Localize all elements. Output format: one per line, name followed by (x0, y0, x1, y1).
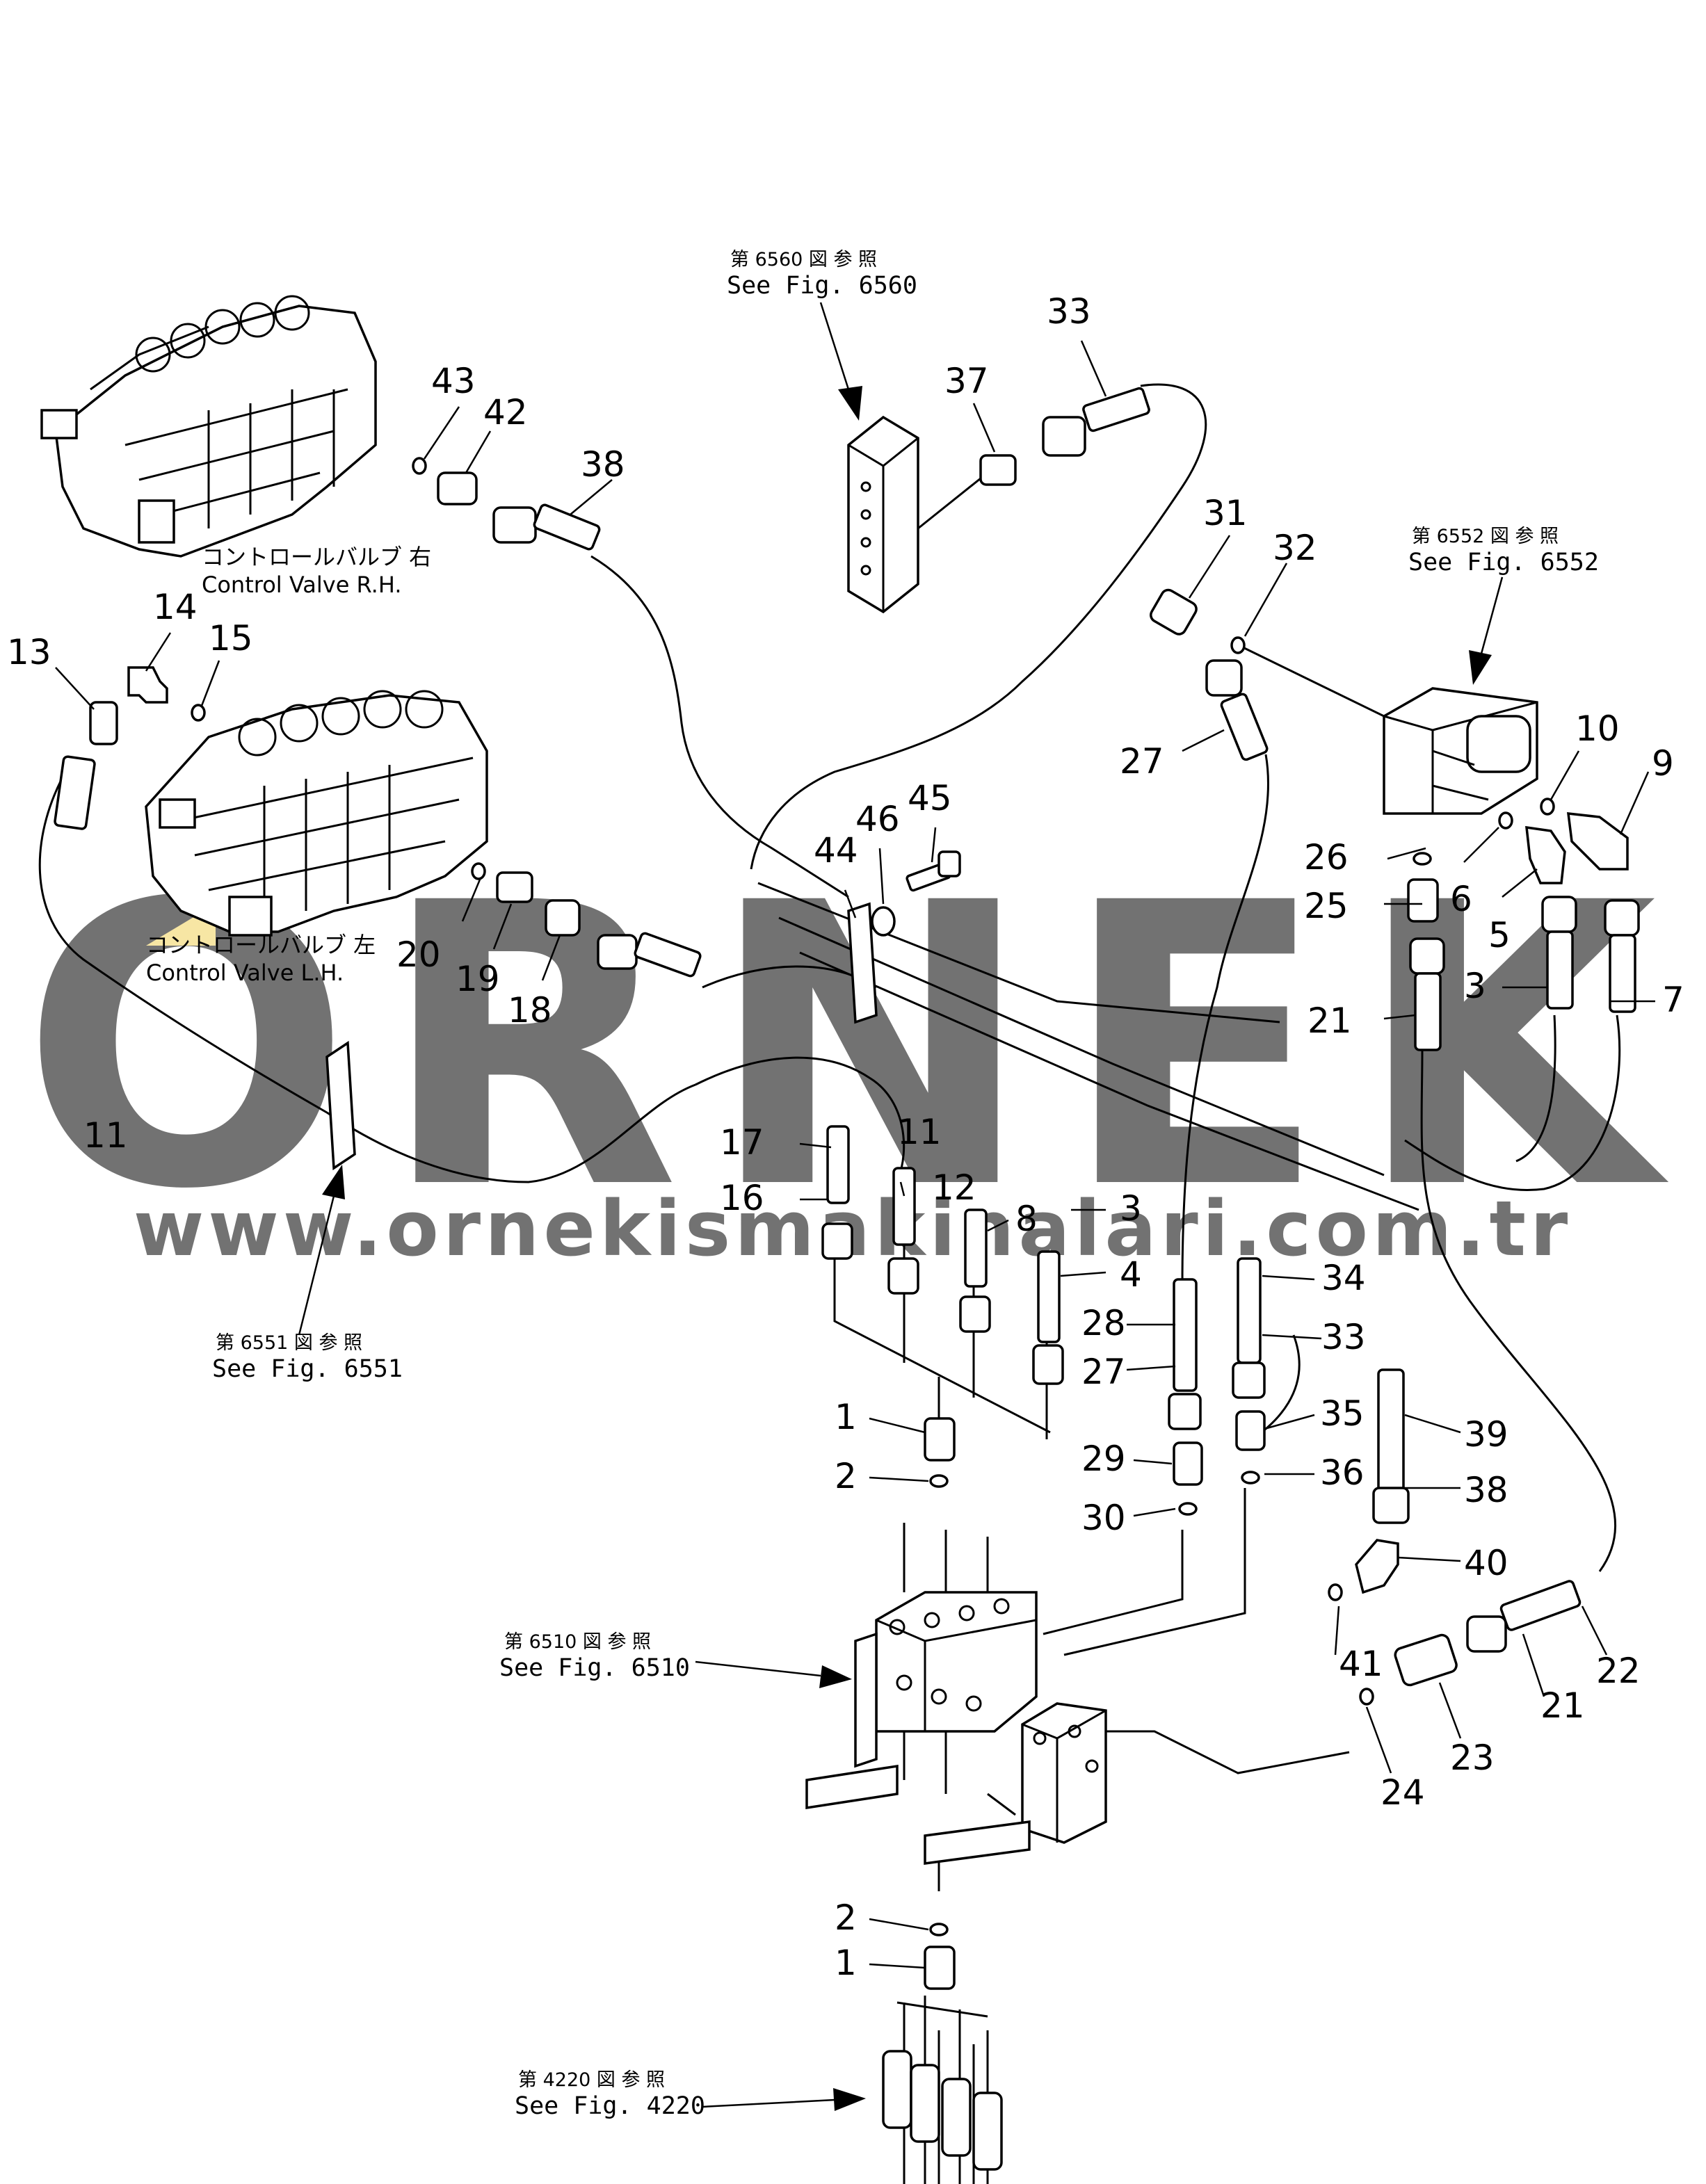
callout-35: 35 (1320, 1393, 1365, 1434)
block-6552 (1383, 687, 1538, 815)
callout-42: 42 (483, 392, 528, 432)
ref-6510: 第 6510 図 参 照 See Fig. 6510 (499, 1631, 690, 1682)
ref-6510-en: See Fig. 6510 (499, 1654, 690, 1682)
callout-2-upper: 2 (835, 1456, 857, 1496)
callout-27-top: 27 (1120, 741, 1164, 782)
callout-20: 20 (396, 935, 441, 975)
callout-3-mid: 3 (1120, 1188, 1142, 1229)
callout-33: 33 (1047, 291, 1091, 332)
ref-6560-en: See Fig. 6560 (727, 272, 917, 300)
ref-6551-jp: 第 6551 図 参 照 (216, 1332, 362, 1354)
callout-43: 43 (431, 361, 476, 401)
control-valve-lh (145, 690, 488, 937)
callout-38-right: 38 (1464, 1470, 1508, 1510)
callout-13: 13 (7, 632, 51, 672)
ref-6551-en: See Fig. 6551 (212, 1355, 403, 1383)
callout-6: 6 (1450, 879, 1472, 919)
callout-12: 12 (932, 1167, 976, 1208)
ref-6552-en: See Fig. 6552 (1408, 549, 1599, 576)
callout-14: 14 (153, 587, 198, 627)
callout-1-upper: 1 (835, 1397, 857, 1437)
callout-4: 4 (1120, 1254, 1142, 1295)
callout-18: 18 (508, 990, 552, 1030)
callout-22: 22 (1596, 1651, 1641, 1691)
callout-11-mid: 11 (897, 1112, 942, 1152)
callout-19: 19 (456, 959, 500, 999)
callout-28: 28 (1081, 1303, 1126, 1343)
callout-34: 34 (1321, 1258, 1366, 1298)
ref-4220: 第 4220 図 参 照 See Fig. 4220 (515, 2069, 705, 2120)
block-6560 (847, 415, 988, 614)
control-valve-rh-label-en: Control Valve R.H. (202, 572, 401, 598)
callout-36: 36 (1320, 1453, 1365, 1493)
callout-40: 40 (1464, 1543, 1508, 1583)
control-valve-lh-label-en: Control Valve L.H. (146, 960, 344, 986)
callout-9: 9 (1652, 743, 1674, 784)
callout-23: 23 (1450, 1738, 1495, 1778)
callout-15: 15 (209, 618, 253, 658)
bracket-6551 (325, 1040, 356, 1171)
block-6510 (805, 1523, 1038, 1810)
callout-31: 31 (1203, 493, 1248, 533)
callout-38: 38 (581, 444, 625, 485)
ref-6552-jp: 第 6552 図 参 照 (1412, 526, 1559, 547)
ref-4220-jp: 第 4220 図 参 照 (518, 2069, 665, 2091)
callout-26: 26 (1304, 837, 1349, 877)
fittings (54, 387, 1640, 1990)
ref-4220-en: See Fig. 4220 (515, 2092, 705, 2120)
callout-45: 45 (908, 778, 952, 818)
callout-21-right: 21 (1307, 1001, 1352, 1041)
control-valve-lh-label-jp: コントロールバルブ 左 (146, 932, 376, 958)
callout-25: 25 (1304, 886, 1349, 926)
callout-41: 41 (1339, 1644, 1383, 1684)
ref-6551: 第 6551 図 参 照 See Fig. 6551 (212, 1332, 403, 1383)
control-valve-rh (40, 295, 377, 558)
callout-24: 24 (1381, 1772, 1425, 1813)
callout-2-lower: 2 (835, 1898, 857, 1938)
control-valve-rh-label-jp: コントロールバルブ 右 (202, 544, 431, 570)
callout-16: 16 (720, 1178, 764, 1218)
reference-arrows (298, 302, 1504, 2111)
callout-44: 44 (814, 830, 858, 871)
callout-5: 5 (1488, 915, 1511, 955)
block-secondary (924, 1702, 1107, 1865)
callout-33-mid: 33 (1321, 1317, 1366, 1357)
callout-7: 7 (1662, 980, 1684, 1020)
ref-6560: 第 6560 図 参 照 See Fig. 6560 (727, 249, 917, 300)
callout-30: 30 (1081, 1498, 1126, 1538)
block-4220 (882, 1996, 1003, 2184)
callout-10: 10 (1575, 709, 1620, 749)
callout-11-left: 11 (83, 1115, 128, 1156)
callout-29: 29 (1081, 1439, 1126, 1479)
ref-6560-jp: 第 6560 図 参 照 (730, 249, 877, 270)
callout-3-right: 3 (1464, 966, 1486, 1006)
callout-27-mid: 27 (1081, 1352, 1126, 1392)
callout-21-lower: 21 (1540, 1685, 1585, 1726)
callout-37: 37 (944, 361, 989, 401)
callout-46: 46 (855, 799, 900, 839)
hose-routing (38, 383, 1621, 2184)
ref-6510-jp: 第 6510 図 参 照 (504, 1631, 651, 1653)
callout-39: 39 (1464, 1414, 1508, 1455)
callout-32: 32 (1273, 528, 1317, 568)
callout-8: 8 (1015, 1199, 1038, 1239)
callout-1-lower: 1 (835, 1943, 857, 1983)
part-callouts: 43 42 38 37 33 31 32 27 10 9 26 25 6 5 2… (7, 291, 1684, 1983)
callout-17: 17 (720, 1122, 764, 1163)
leader-lines (55, 340, 1655, 1969)
ref-6552: 第 6552 図 参 照 See Fig. 6552 (1408, 526, 1599, 576)
